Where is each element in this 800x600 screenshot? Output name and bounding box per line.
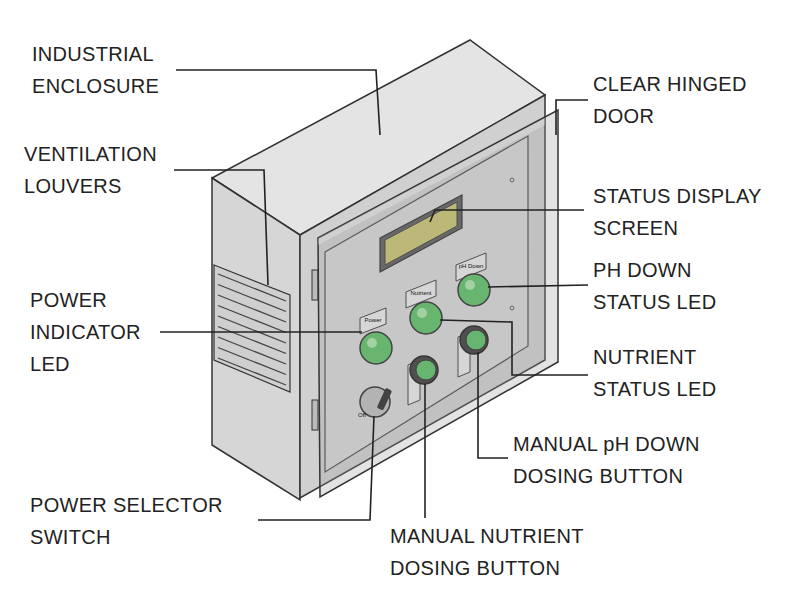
callout-label: PH DOWN STATUS LED	[593, 254, 763, 318]
callout-label: MANUAL pH DOWN DOSING BUTTON	[513, 428, 773, 492]
hinge	[312, 400, 318, 430]
enclosure-side	[212, 178, 300, 500]
callout-label: POWER SELECTOR SWITCH	[30, 489, 270, 553]
hinge	[312, 270, 318, 300]
leader-line	[424, 384, 426, 518]
plate-label: Power	[360, 317, 386, 324]
callout-label: INDUSTRIAL ENCLOSURE	[32, 38, 192, 102]
louver-slat	[218, 358, 286, 385]
louver-slat	[218, 295, 286, 322]
leader-line	[430, 210, 584, 222]
leader-line	[258, 416, 374, 520]
callout-label: NUTRIENT STATUS LED	[593, 341, 763, 405]
louver-slat	[218, 306, 286, 333]
callout-label: MANUAL NUTRIENT DOSING BUTTON	[390, 520, 640, 584]
callout-label: CLEAR HINGED DOOR	[593, 68, 793, 132]
leader-line	[556, 100, 588, 135]
louver-slat	[218, 327, 286, 354]
leader-line	[478, 352, 508, 458]
louver-slat	[218, 337, 286, 364]
plate-label: pH Down	[456, 263, 486, 270]
louver-frame	[214, 265, 290, 392]
leader-line	[488, 285, 588, 287]
louver-slats	[218, 274, 286, 385]
leader-line	[160, 331, 362, 333]
leader-line	[176, 70, 380, 135]
switch-label: Off	[355, 412, 369, 419]
callout-label: POWER INDICATOR LED	[30, 284, 180, 380]
leader-line	[440, 320, 588, 375]
callout-label: STATUS DISPLAY SCREEN	[593, 180, 793, 244]
louver-slat	[218, 348, 286, 375]
leader-line	[174, 170, 268, 285]
callout-label: VENTILATION LOUVERS	[24, 138, 194, 202]
door-edge	[318, 118, 545, 245]
louver-slat	[218, 285, 286, 312]
louver-slat	[218, 316, 286, 343]
louver-slat	[218, 274, 286, 301]
plate-label: Nutrient	[406, 290, 436, 297]
